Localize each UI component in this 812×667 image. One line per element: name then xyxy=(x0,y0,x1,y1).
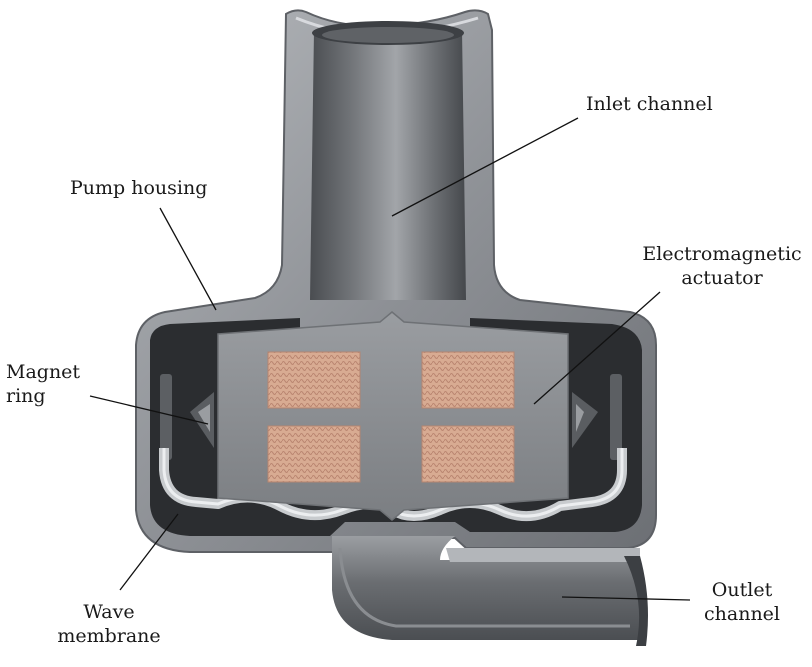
label-wave-membrane: Wave membrane xyxy=(48,600,170,648)
label-inlet-channel: Inlet channel xyxy=(586,92,713,116)
label-electromagnetic-actuator: Electromagnetic actuator xyxy=(634,242,810,290)
label-magnet-ring: Magnet ring xyxy=(6,360,80,408)
inlet-channel xyxy=(310,21,466,300)
label-outlet-channel: Outlet channel xyxy=(694,578,790,626)
outlet-channel xyxy=(332,536,648,646)
leader-housing xyxy=(160,208,216,310)
label-pump-housing: Pump housing xyxy=(70,176,207,200)
electromagnetic-actuator xyxy=(218,312,568,520)
